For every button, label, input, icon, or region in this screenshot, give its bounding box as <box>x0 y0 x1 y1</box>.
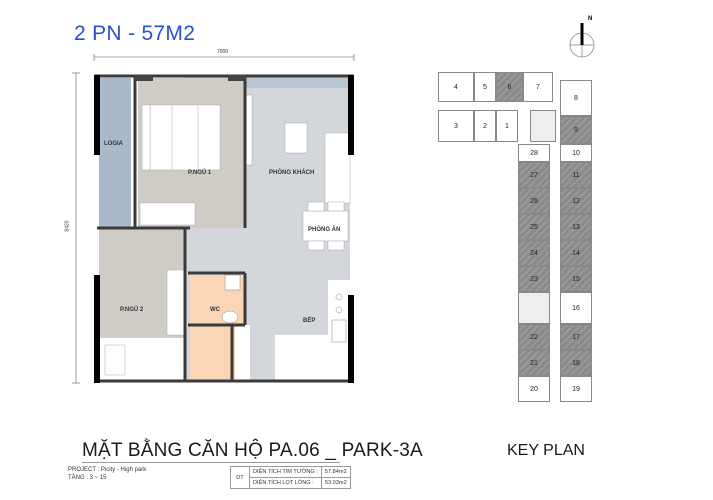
key-unit: 19 <box>560 376 592 402</box>
room-label-logia: LOGIA <box>104 141 123 147</box>
floor-plan-drawing <box>72 54 355 384</box>
key-unit-highlighted: 24 <box>518 240 550 266</box>
key-unit: 7 <box>523 72 553 102</box>
unit-type-title: 2 PN - 57M2 <box>74 22 196 45</box>
key-unit-highlighted: 12 <box>560 188 592 214</box>
key-unit-highlighted: 14 <box>560 240 592 266</box>
stair-core <box>518 292 550 324</box>
key-unit-highlighted: 6 <box>496 72 523 102</box>
key-unit: 16 <box>560 292 592 324</box>
key-unit: 10 <box>560 144 592 162</box>
floor-plan: 7000 8420 LOGIA P.NGỦ 1 PHÒNG KHÁCH PHÒN… <box>60 45 370 390</box>
key-unit: 5 <box>474 72 496 102</box>
key-unit-highlighted: 26 <box>518 188 550 214</box>
room-label-kitchen: BẾP <box>303 318 316 324</box>
width-dimension: 7000 <box>217 49 229 55</box>
key-unit: 1 <box>496 110 518 142</box>
room-label-wc: WC <box>210 307 220 313</box>
key-unit: 28 <box>518 144 550 162</box>
project-info: PROJECT : Picity - High park TẦNG : 3 ~ … <box>68 466 146 482</box>
height-dimension: 8420 <box>64 220 71 232</box>
key-unit-highlighted: 18 <box>560 350 592 376</box>
area-value-net: 53.03m2 <box>320 477 351 489</box>
room-label-bedroom-1: P.NGỦ 1 <box>188 170 212 176</box>
room-label-bedroom-2: P.NGỦ 2 <box>120 307 144 313</box>
key-unit-highlighted: 11 <box>560 162 592 188</box>
area-group-label: DT <box>230 466 250 489</box>
key-unit: 8 <box>560 80 592 116</box>
project-name: PROJECT : Picity - High park <box>68 467 147 473</box>
plan-title: MẶT BẰNG CĂN HỘ PA.06 _ PARK-3A <box>82 440 423 461</box>
key-unit-highlighted: 23 <box>518 266 550 292</box>
key-unit: 4 <box>438 72 474 102</box>
north-compass-icon <box>569 23 595 58</box>
area-label-gross: DIỆN TÍCH TIM TƯỜNG : <box>249 466 322 478</box>
key-plan-title: KEY PLAN <box>507 442 585 459</box>
key-unit: 3 <box>438 110 474 142</box>
area-value-gross: 57.84m2 <box>320 466 351 478</box>
key-unit-highlighted: 13 <box>560 214 592 240</box>
key-plan: N 4 5 6 7 3 2 1 8 9 10 11 12 13 14 15 16… <box>420 10 620 410</box>
key-unit-highlighted: 27 <box>518 162 550 188</box>
key-unit-highlighted: 22 <box>518 324 550 350</box>
room-label-living-room: PHÒNG KHÁCH <box>269 170 315 176</box>
key-unit-highlighted: 17 <box>560 324 592 350</box>
floor-range: TẦNG : 3 ~ 15 <box>68 475 107 481</box>
stair-core <box>530 110 556 142</box>
key-unit: 2 <box>474 110 496 142</box>
room-label-dining: PHÒNG ĂN <box>308 227 341 233</box>
north-label: N <box>588 16 593 22</box>
title-underline <box>82 462 340 463</box>
key-unit: 20 <box>518 376 550 402</box>
key-unit-highlighted: 15 <box>560 266 592 292</box>
key-unit-highlighted: 9 <box>560 116 592 144</box>
area-label-net: DIỆN TÍCH LỌT LÒNG : <box>249 477 322 489</box>
area-table: DT DIỆN TÍCH TIM TƯỜNG : 57.84m2 DIỆN TÍ… <box>230 466 351 489</box>
key-unit-highlighted: 21 <box>518 350 550 376</box>
key-unit-highlighted: 25 <box>518 214 550 240</box>
